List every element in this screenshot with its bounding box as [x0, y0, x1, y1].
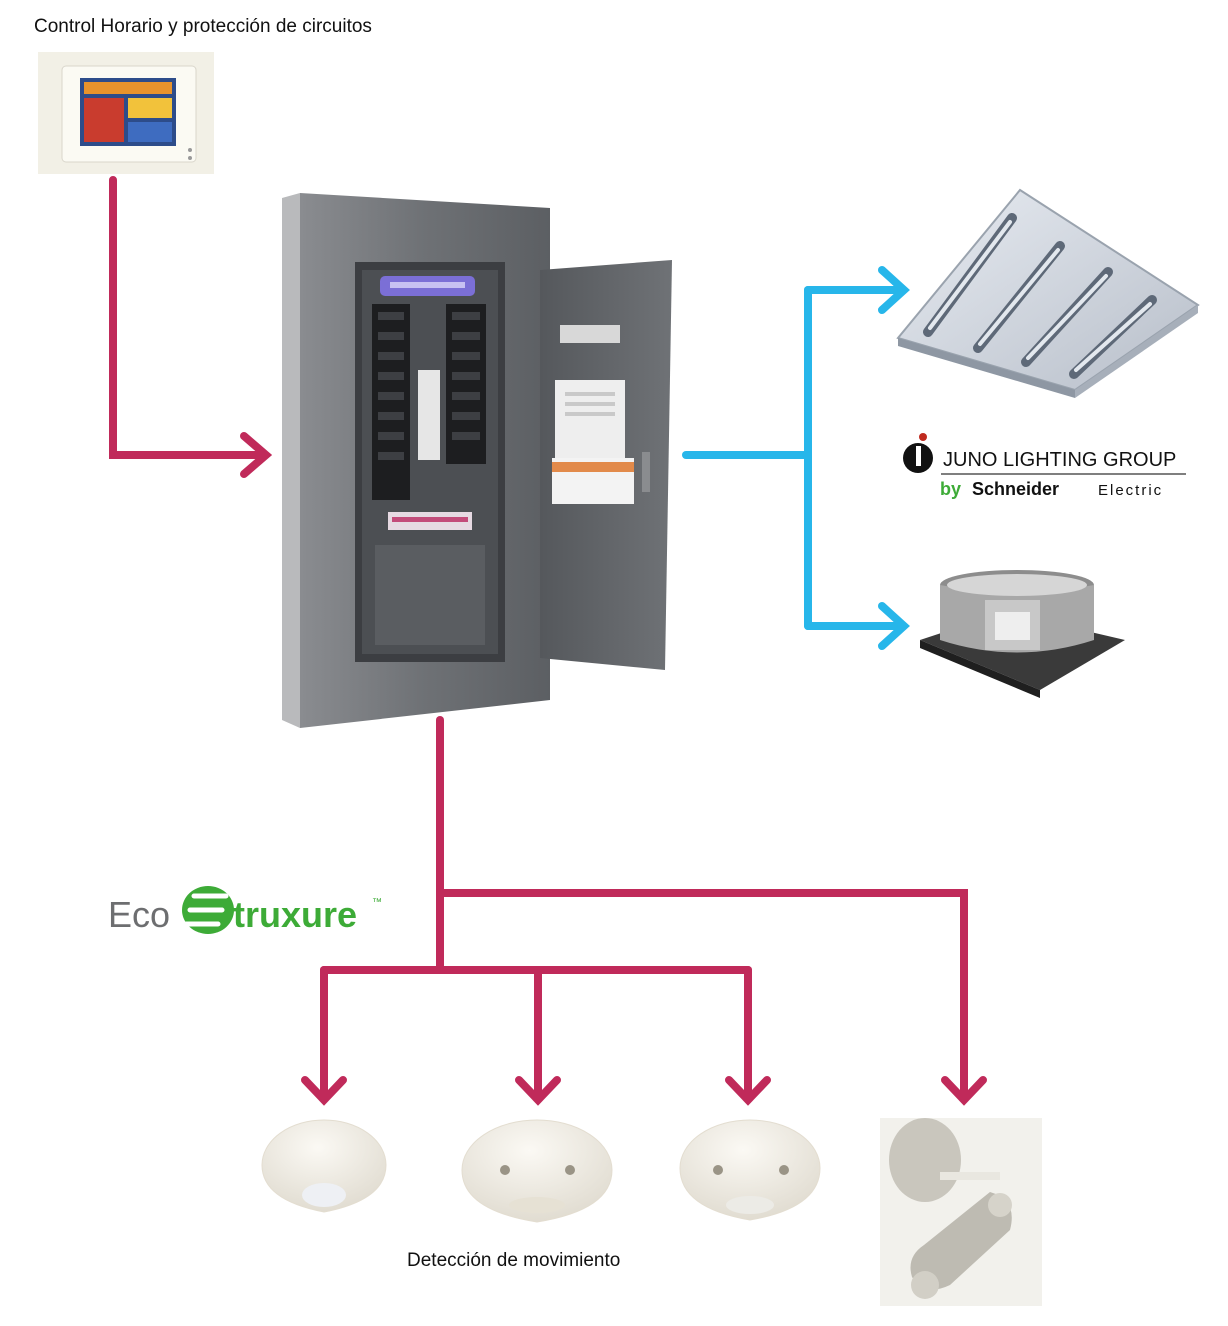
touchscreen-controller-icon — [38, 52, 214, 174]
eco-trademark: ™ — [372, 897, 382, 908]
schneider-text: Schneider — [972, 479, 1059, 499]
electric-text: Electric — [1098, 482, 1163, 499]
ecostruxure-s-icon — [182, 886, 234, 934]
control-title: Control Horario y protección de circuito… — [34, 16, 372, 37]
motion-sensor-icon — [679, 1119, 821, 1221]
motion-sensor-icon — [461, 1119, 613, 1223]
eco-prefix: Eco — [108, 894, 170, 935]
lighting-wiring — [682, 266, 910, 650]
control-wiring — [109, 176, 987, 1106]
motion-sensor-icon — [261, 1119, 387, 1213]
juno-brand-name: JUNO LIGHTING GROUP — [943, 449, 1176, 471]
juno-by-text: by — [940, 479, 961, 499]
electrical-panel-icon — [282, 193, 672, 728]
wall-sensor-icon — [880, 1118, 1042, 1306]
juno-logo-icon — [903, 433, 1186, 475]
motion-detection-label: Detección de movimiento — [407, 1250, 621, 1271]
eco-suffix: truxure — [233, 894, 357, 935]
troffer-light-icon — [896, 188, 1200, 398]
downlight-housing-icon — [920, 570, 1125, 698]
